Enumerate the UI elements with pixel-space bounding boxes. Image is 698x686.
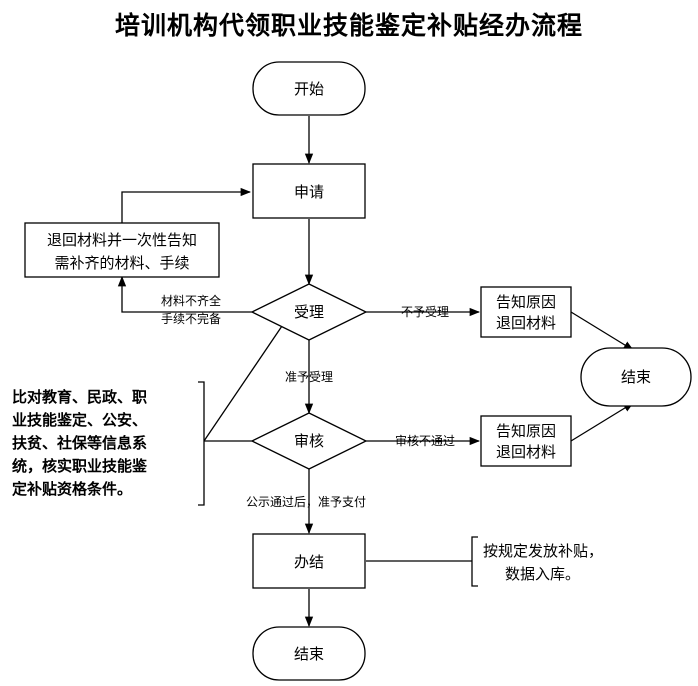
check-note-line4: 统，核实职业技能鉴 (12, 457, 148, 475)
node-apply-label: 申请 (294, 183, 324, 201)
node-accept-label: 受理 (294, 303, 324, 321)
finish-note-bracket (471, 536, 478, 587)
node-finish: 办结 (252, 533, 366, 589)
node-accept: 受理 (250, 283, 368, 341)
edge-label-publicized: 公示通过后，准予支付 (246, 495, 366, 509)
edge-return-apply (121, 187, 252, 223)
node-end-bottom-label: 结束 (294, 645, 324, 663)
page-title: 培训机构代领职业技能鉴定补贴经办流程 (114, 11, 583, 40)
check-note-line1: 比对教育、民政、职 (12, 388, 147, 406)
edge-label-not-accepted: 不予受理 (401, 305, 449, 319)
finish-note: 按规定发放补贴， 数据入库。 (483, 542, 603, 583)
finish-note-line1: 按规定发放补贴， (483, 542, 603, 560)
notify-reject-1-line1: 告知原因 (496, 293, 556, 311)
check-note-line3: 扶贫、社保等信息系 (12, 434, 147, 452)
edge-notify2-end (570, 402, 634, 442)
node-apply: 申请 (252, 163, 366, 219)
check-note-line5: 定补贴资格条件。 (12, 480, 132, 498)
edge-label-incomplete-2: 手续不完备 (161, 311, 221, 326)
node-start: 开始 (252, 61, 366, 116)
check-note-line2: 业技能鉴定、公安、 (12, 411, 147, 429)
node-start-label: 开始 (294, 80, 324, 98)
edge-label-incomplete-1: 材料不齐全 (161, 293, 221, 308)
connectors (117, 116, 634, 628)
notify-reject-2-line1: 告知原因 (496, 422, 556, 440)
finish-note-line2: 数据入库。 (505, 565, 580, 583)
edge-label-accepted: 准予受理 (285, 370, 333, 384)
node-review: 审核 (250, 412, 368, 470)
edge-notify1-end (570, 311, 634, 351)
return-materials-line2: 需补齐的材料、手续 (54, 254, 189, 272)
node-notify-reject-2: 告知原因 退回材料 (480, 415, 572, 467)
return-materials-line1: 退回材料并一次性告知 (47, 231, 197, 249)
node-end-right: 结束 (580, 347, 692, 407)
notify-reject-1-line2: 退回材料 (496, 314, 556, 332)
edge-labels: 材料不齐全 手续不完备 不予受理 准予受理 审核不通过 公示通过后，准予支付 (161, 293, 455, 509)
node-return-materials: 退回材料并一次性告知 需补齐的材料、手续 (24, 222, 220, 278)
node-end-right-label: 结束 (621, 368, 651, 386)
node-finish-label: 办结 (294, 553, 324, 571)
check-note-bracket (198, 381, 205, 506)
check-note: 比对教育、民政、职 业技能鉴定、公安、 扶贫、社保等信息系 统，核实职业技能鉴 … (12, 388, 148, 498)
edge-accept-return (117, 275, 252, 313)
notify-reject-2-line2: 退回材料 (496, 443, 556, 461)
node-end-bottom: 结束 (252, 626, 366, 681)
edge-label-not-passed: 审核不通过 (395, 433, 455, 448)
check-note-link-accept (203, 325, 283, 442)
node-notify-reject-1: 告知原因 退回材料 (480, 286, 572, 338)
node-review-label: 审核 (294, 432, 324, 450)
